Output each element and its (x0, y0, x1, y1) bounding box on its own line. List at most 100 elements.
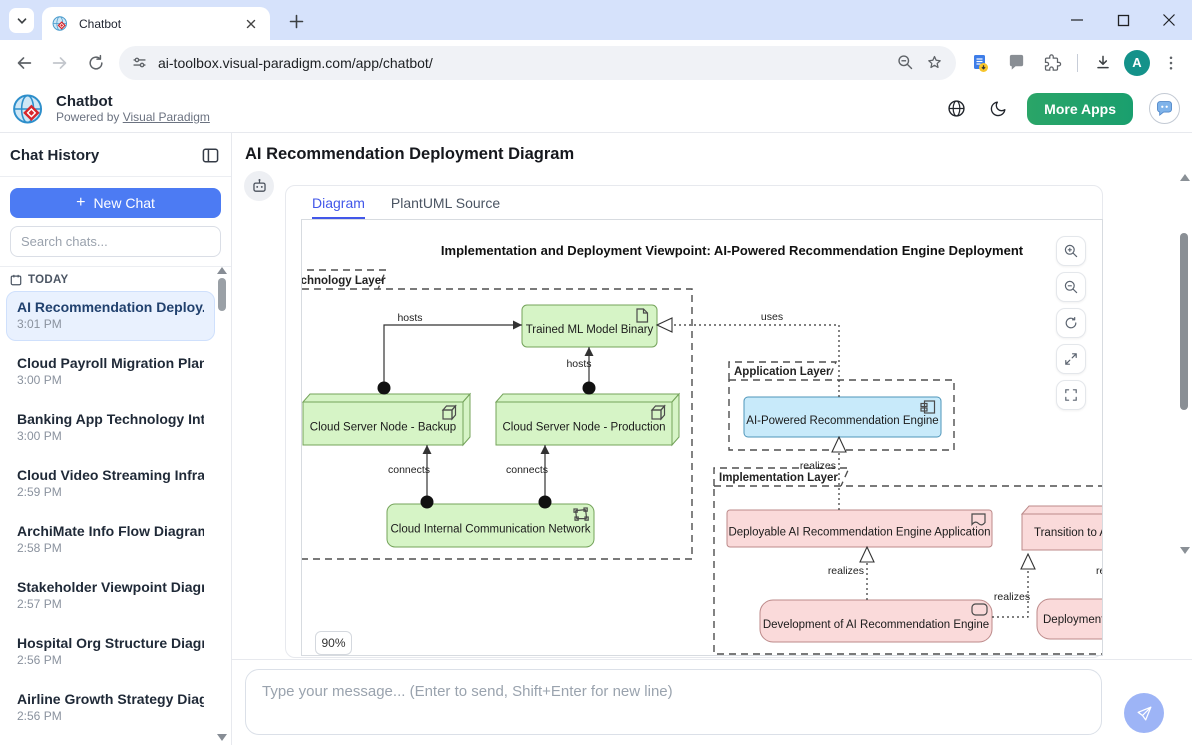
sidebar-scrollbar-thumb[interactable] (218, 278, 226, 311)
address-bar[interactable]: ai-toolbox.visual-paradigm.com/app/chatb… (119, 45, 956, 80)
reload-button[interactable] (80, 47, 112, 79)
chat-item-time: 2:59 PM (17, 485, 62, 499)
message-input[interactable] (245, 669, 1102, 735)
layer-group: Application Layer (728, 361, 955, 451)
new-chat-button[interactable]: + New Chat (10, 188, 221, 218)
diagram-edge: hosts (566, 347, 596, 395)
chat-list-item[interactable]: Stakeholder Viewpoint Diagr...2:57 PM (6, 571, 215, 621)
downloads-icon[interactable] (1088, 48, 1118, 78)
docs-offline-extension-icon[interactable] (965, 48, 995, 78)
send-button[interactable] (1124, 693, 1164, 733)
collapse-panel-icon[interactable] (202, 148, 219, 163)
browser-tab[interactable]: Chatbot (42, 7, 270, 40)
favicon-visual-paradigm (52, 16, 68, 31)
visual-paradigm-link[interactable]: Visual Paradigm (122, 110, 210, 124)
more-apps-button[interactable]: More Apps (1027, 92, 1133, 125)
svg-text:realizes: realizes (994, 591, 1030, 603)
diagram-title: Implementation and Deployment Viewpoint:… (441, 243, 1024, 258)
svg-text:Cloud Server Node - Backup: Cloud Server Node - Backup (310, 422, 456, 434)
tab-close-icon[interactable] (242, 15, 260, 33)
site-settings-tune-icon (133, 57, 146, 68)
new-tab-button[interactable] (283, 10, 309, 32)
page-title: AI Recommendation Deployment Diagram (245, 145, 575, 163)
diagram-node-cloud-internal-communication-network: Cloud Internal Communication Network (386, 503, 595, 548)
diagram-edge: hosts (377, 312, 522, 395)
bot-avatar (244, 171, 274, 201)
zoom-level-badge: 90% (315, 631, 352, 655)
window-close-button[interactable] (1146, 0, 1192, 40)
diagram-node-transition: Transition to A (1020, 505, 1102, 551)
browser-titlebar: Chatbot (0, 0, 1192, 40)
fullscreen-button[interactable] (1056, 380, 1086, 410)
back-button[interactable] (8, 47, 40, 79)
reset-view-button[interactable] (1056, 308, 1086, 338)
sidebar-scroll-down-arrow[interactable] (217, 734, 227, 741)
plus-icon: + (76, 194, 86, 211)
svg-text:Implementation Layer: Implementation Layer (719, 472, 838, 484)
diagram-node-cloud-server-node-production: Cloud Server Node - Production (494, 392, 681, 447)
scrollbar-thumb[interactable] (1180, 233, 1188, 410)
diagram-node-development-of-ai-recommendation-engine: Development of AI Recommendation Engine (759, 599, 993, 643)
tab-diagram[interactable]: Diagram (312, 195, 365, 219)
diagram-node-cloud-server-node-backup: Cloud Server Node - Backup (302, 392, 472, 447)
bookmark-star-icon[interactable] (925, 53, 944, 72)
zoom-in-button[interactable] (1056, 236, 1086, 266)
tab-plantuml-source[interactable]: PlantUML Source (390, 195, 501, 211)
diagram-message-card: Diagram PlantUML Source Technology Layer… (285, 185, 1103, 658)
chat-item-time: 2:56 PM (17, 709, 62, 723)
calendar-icon (10, 274, 22, 286)
assistant-chat-avatar[interactable] (1149, 93, 1180, 124)
chat-item-title: Banking App Technology Int... (17, 411, 204, 427)
zoom-out-button[interactable] (1056, 272, 1086, 302)
chat-list-item[interactable]: Banking App Technology Int...3:00 PM (6, 403, 215, 453)
chat-list-item[interactable]: Airline Growth Strategy Diag...2:56 PM (6, 683, 215, 733)
svg-text:realizes: realizes (1096, 565, 1102, 577)
search-chats-input[interactable] (21, 234, 210, 249)
window-maximize-button[interactable] (1100, 0, 1146, 40)
zoom-indicator-icon[interactable] (896, 53, 915, 72)
diagram-node-deployment: Deployment (1036, 598, 1102, 640)
chat-item-title: Hospital Org Structure Diagr... (17, 635, 204, 651)
svg-text:hosts: hosts (566, 358, 591, 370)
chat-list-item[interactable]: Cloud Video Streaming Infra...2:59 PM (6, 459, 215, 509)
diagram-tabs: Diagram PlantUML Source (286, 186, 1102, 219)
chat-bubble-icon (1157, 101, 1172, 116)
svg-text:AI-Powered Recommendation Engi: AI-Powered Recommendation Engine (746, 415, 938, 427)
layer-group: Implementation Layer (713, 467, 1102, 655)
browser-menu-icon[interactable] (1156, 48, 1186, 78)
dark-mode-moon-icon[interactable] (985, 96, 1011, 122)
svg-text:Deployment: Deployment (1043, 614, 1102, 626)
svg-text:uses: uses (761, 311, 783, 323)
browser-profile-avatar[interactable]: A (1124, 49, 1150, 76)
diagram-edge: realizes (992, 552, 1036, 618)
main-scrollbar[interactable] (1178, 172, 1191, 562)
chat-list-item[interactable]: AI Recommendation Deploy...3:01 PM (6, 291, 215, 341)
toolbar-separator (1077, 53, 1078, 72)
window-minimize-button[interactable] (1054, 0, 1100, 40)
comment-bubble-icon[interactable] (1001, 48, 1031, 78)
tab-search-chevron-button[interactable] (9, 8, 34, 33)
url-text[interactable]: ai-toolbox.visual-paradigm.com/app/chatb… (158, 54, 433, 71)
today-section-header: TODAY (0, 267, 231, 289)
svg-text:hosts: hosts (397, 312, 422, 324)
diagram-edge: realizes (1096, 565, 1102, 577)
search-chats-box[interactable] (10, 226, 221, 257)
forward-button[interactable] (44, 47, 76, 79)
scroll-up-arrow[interactable] (1180, 174, 1190, 181)
chat-item-title: AI Recommendation Deploy... (17, 299, 204, 315)
send-plane-icon (1137, 706, 1151, 720)
scroll-down-arrow[interactable] (1180, 547, 1190, 554)
plus-icon (289, 14, 303, 28)
language-globe-icon[interactable] (943, 96, 969, 122)
chat-item-time: 2:57 PM (17, 597, 62, 611)
extensions-puzzle-icon[interactable] (1037, 48, 1067, 78)
robot-icon (252, 178, 266, 192)
diagram-edge: connects (506, 445, 552, 509)
expand-button[interactable] (1056, 344, 1086, 374)
sidebar-scroll-up-arrow[interactable] (217, 267, 227, 274)
svg-text:Application Layer: Application Layer (734, 366, 831, 378)
chat-list-item[interactable]: Hospital Org Structure Diagr...2:56 PM (6, 627, 215, 677)
